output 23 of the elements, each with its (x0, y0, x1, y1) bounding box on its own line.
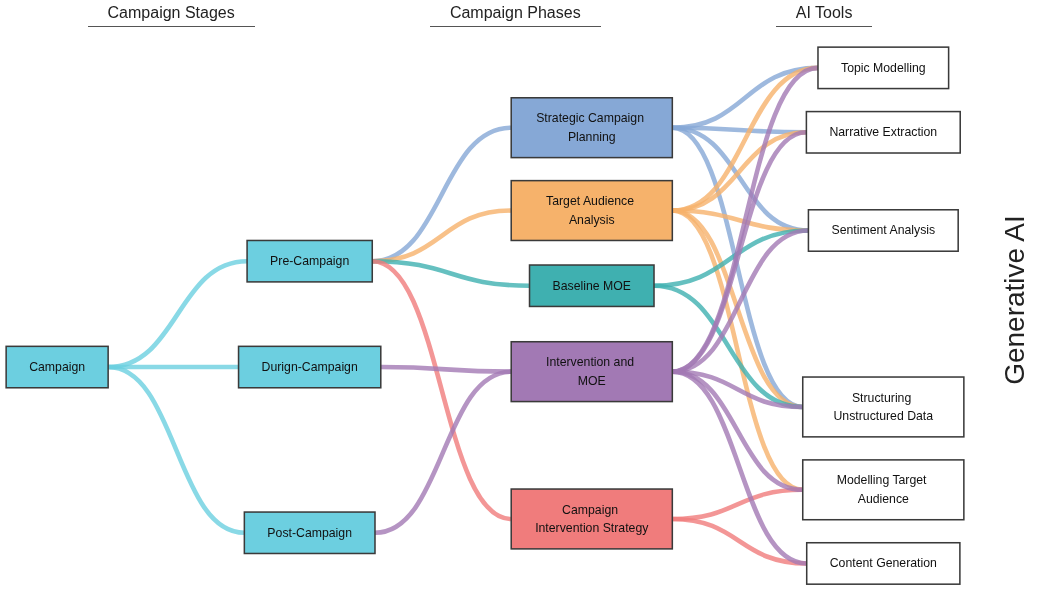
column-heading: AI Tools (775, 4, 873, 27)
node-box: Sentiment Analysis (807, 209, 959, 253)
node-box: Campaign Intervention Strategy (510, 488, 674, 550)
connector (672, 369, 803, 410)
node-box: Target Audience Analysis (510, 180, 674, 242)
node-box: Topic Modelling (817, 46, 950, 90)
column-heading: Campaign Phases (429, 4, 601, 27)
node-box: Campaign (5, 345, 109, 389)
node-box: Content Generation (805, 542, 961, 586)
node-box: Structuring Unstructured Data (802, 376, 965, 438)
node-box: Post-Campaign (243, 511, 376, 555)
side-heading: Generative AI (999, 215, 1031, 385)
node-box: Pre-Campaign (246, 240, 374, 283)
connector (374, 369, 512, 536)
node-box: Strategic Campaign Planning (510, 97, 674, 159)
node-box: Intervention and MOE (510, 341, 674, 403)
node-box: Durign-Campaign (237, 345, 382, 389)
node-box: Baseline MOE (528, 264, 655, 308)
connector (672, 517, 807, 567)
connector (380, 365, 512, 375)
column-heading: Campaign Stages (87, 4, 255, 27)
node-box: Narrative Extraction (805, 111, 961, 155)
node-box: Modelling Target Audience (802, 459, 965, 521)
